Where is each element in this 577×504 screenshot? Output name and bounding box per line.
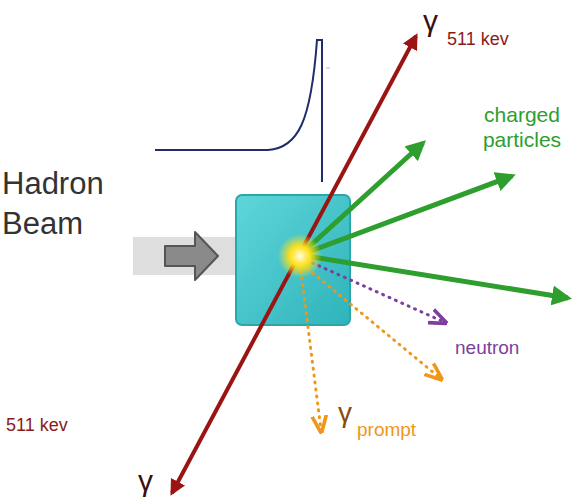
energy-label: 511 kev — [447, 30, 557, 50]
bragg-curve — [155, 40, 322, 182]
particle-label: neutron — [455, 338, 565, 359]
particle-label: charged particles — [470, 102, 574, 152]
tick — [326, 68, 330, 69]
charged-arrow — [300, 255, 568, 298]
prompt-arrow — [300, 264, 321, 430]
charged-arrow — [300, 176, 512, 255]
charged-arrow — [300, 143, 423, 255]
gamma-symbol: γ — [138, 464, 168, 497]
energy-label: 511 kev — [6, 416, 116, 436]
neutron-arrow — [306, 260, 444, 322]
particle-label: prompt — [357, 420, 457, 441]
prompt-arrow — [302, 264, 440, 378]
beam-label: Hadron Beam — [2, 164, 130, 245]
interaction-glow — [278, 234, 322, 278]
beam-arrow — [165, 232, 218, 280]
